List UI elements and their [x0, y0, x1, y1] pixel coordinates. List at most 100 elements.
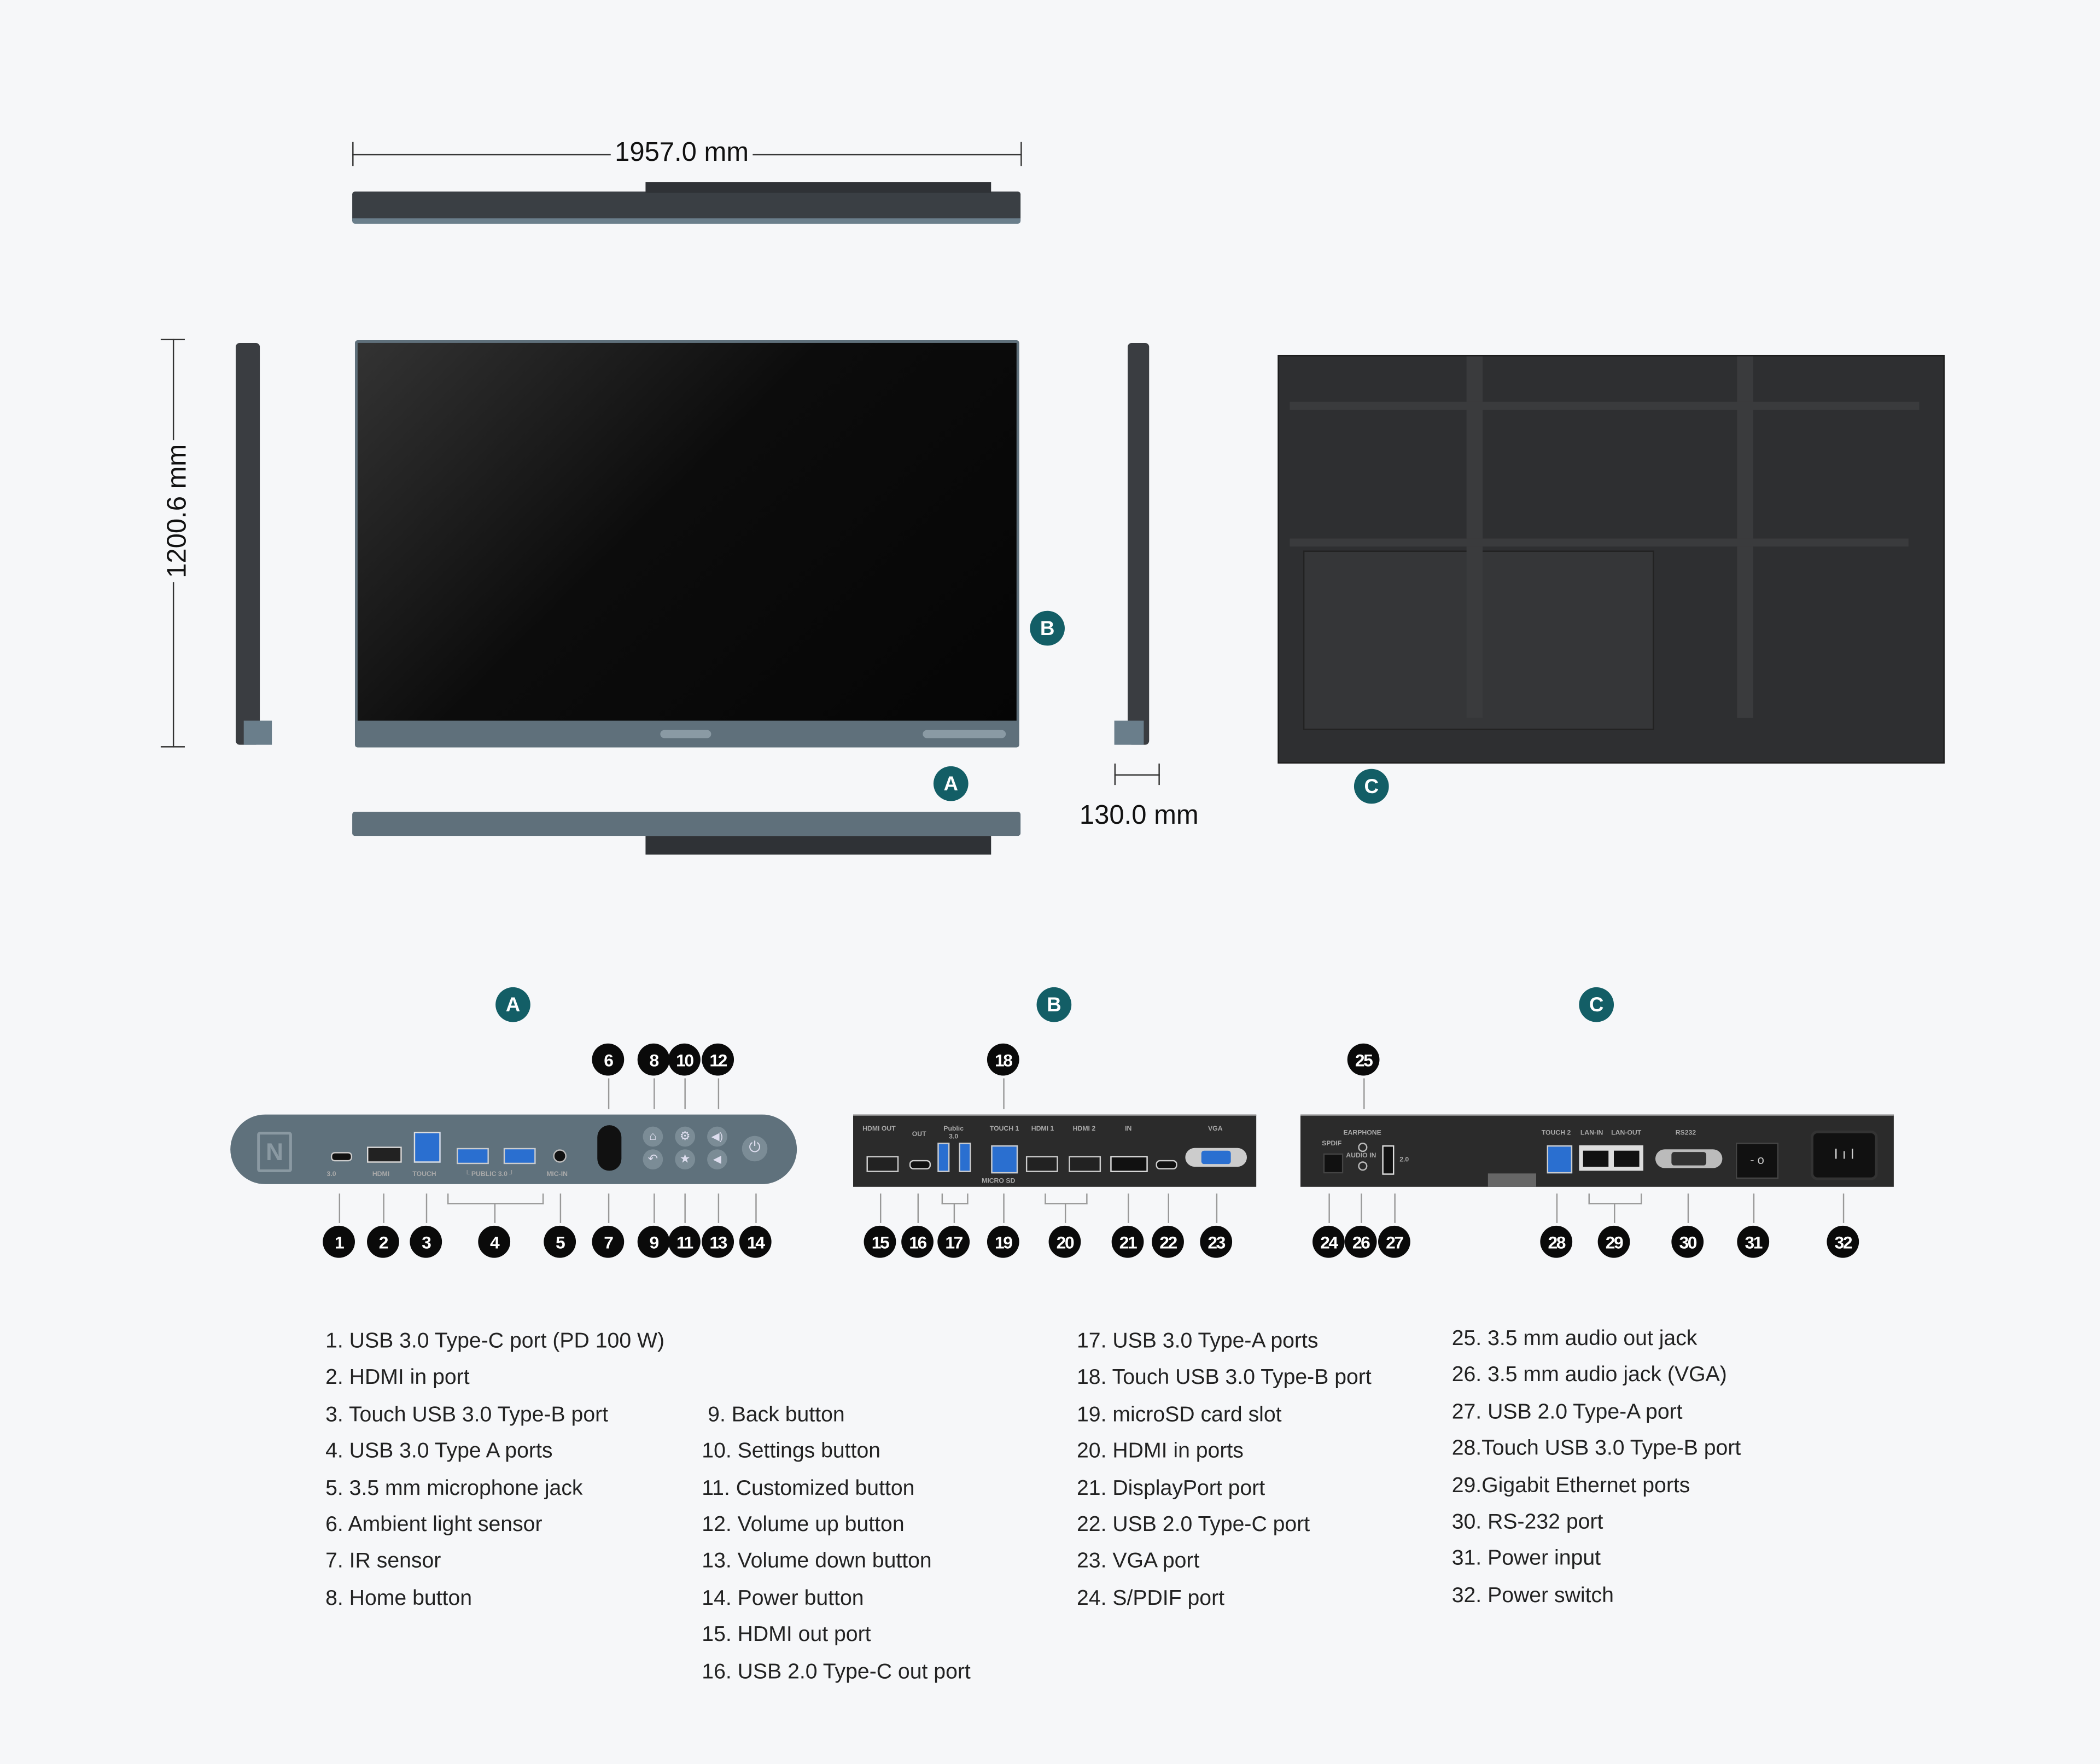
hdmi-in-port	[1069, 1156, 1101, 1172]
callout-marker: 27	[1378, 1225, 1410, 1258]
callout-marker: 5	[544, 1225, 576, 1258]
callout-marker: 3	[410, 1225, 442, 1258]
leader-line	[755, 1194, 757, 1223]
depth-dimension-label: 130.0 mm	[1075, 801, 1203, 832]
callout-marker: 17	[937, 1225, 970, 1258]
port-label: HDMI OUT	[862, 1125, 896, 1133]
leader-line	[383, 1194, 384, 1223]
port-label: HDMI 1	[1031, 1125, 1054, 1133]
leader-line	[1363, 1078, 1365, 1109]
hdmi-out-port	[866, 1156, 899, 1172]
callout-marker: 26	[1344, 1225, 1377, 1258]
mount-rail	[1737, 356, 1753, 718]
home-button[interactable]: ⌂	[643, 1126, 663, 1147]
callout-marker: 19	[987, 1225, 1019, 1258]
callout-marker: 12	[702, 1043, 734, 1076]
leader-line	[1216, 1194, 1218, 1223]
legend-item: 7. IR sensor	[325, 1550, 441, 1574]
mount-rail	[1466, 356, 1483, 718]
legend-item: 1. USB 3.0 Type-C port (PD 100 W)	[325, 1330, 665, 1353]
audio-in-jack	[1358, 1161, 1368, 1171]
mic-jack	[553, 1149, 567, 1163]
legend-item: 6. Ambient light sensor	[325, 1513, 542, 1537]
volume-down-button[interactable]: ◀	[707, 1149, 727, 1169]
callout-marker: 9	[637, 1225, 670, 1258]
dimension-tick	[160, 339, 185, 341]
touch-usb-b-port	[991, 1145, 1018, 1174]
port-label: LAN-IN	[1580, 1129, 1603, 1138]
legend-item: 2. HDMI in port	[325, 1366, 470, 1390]
port-label: EARPHONE	[1343, 1129, 1381, 1138]
leader-line	[608, 1078, 610, 1109]
leader-line	[1064, 1203, 1066, 1223]
leader-line	[879, 1194, 882, 1223]
usb-a-port	[937, 1142, 950, 1172]
callout-marker: 8	[637, 1043, 670, 1076]
legend-item: 11. Customized button	[702, 1477, 915, 1500]
leader-line	[684, 1194, 686, 1223]
legend-item: 22. USB 2.0 Type-C port	[1076, 1513, 1310, 1537]
callout-marker: 21	[1111, 1225, 1144, 1258]
port-label: LAN-OUT	[1611, 1129, 1642, 1138]
callout-marker: 22	[1152, 1225, 1184, 1258]
customized-button[interactable]: ★	[675, 1149, 696, 1169]
leader-line	[654, 1078, 655, 1109]
section-badge-a: A	[495, 987, 530, 1022]
leader-line	[608, 1194, 610, 1223]
legend-item: 23. VGA port	[1076, 1550, 1200, 1574]
port-label: SPDIF	[1322, 1140, 1342, 1148]
bottom-view-housing	[645, 836, 991, 855]
leader-line	[917, 1194, 919, 1223]
vga-port	[1185, 1148, 1247, 1167]
top-view-housing	[645, 182, 991, 193]
view-badge-c: C	[1354, 769, 1389, 804]
port-label: OUT	[912, 1130, 926, 1139]
legend-column-1: 1. USB 3.0 Type-C port (PD 100 W) 2. HDMI…	[325, 1324, 664, 1617]
port-label: 2.0	[1399, 1156, 1409, 1165]
port-label: TOUCH 1	[989, 1125, 1019, 1133]
legend-item: 30. RS-232 port	[1451, 1511, 1603, 1534]
callout-marker: 6	[592, 1043, 625, 1076]
front-control-strip	[923, 730, 1006, 738]
bottom-view	[352, 812, 1021, 836]
volume-up-button[interactable]: ◀)	[707, 1126, 727, 1147]
callout-marker: 23	[1200, 1225, 1233, 1258]
legend-item: 26. 3.5 mm audio jack (VGA)	[1451, 1364, 1727, 1387]
callout-marker: 28	[1540, 1225, 1573, 1258]
settings-button[interactable]: ⚙	[675, 1126, 696, 1147]
power-switch[interactable]: - o	[1735, 1142, 1779, 1179]
right-side-foot	[1114, 720, 1144, 745]
leader-line	[494, 1203, 496, 1223]
callout-marker: 29	[1597, 1225, 1630, 1258]
usb-a-port	[959, 1142, 971, 1172]
rs232-port	[1655, 1149, 1723, 1168]
top-view	[352, 191, 1021, 224]
earphone-jack	[1358, 1142, 1368, 1152]
power-button[interactable]: ⏻	[742, 1136, 768, 1162]
callout-marker: 4	[478, 1225, 511, 1258]
port-label: MIC-IN	[546, 1171, 568, 1179]
port-label: TOUCH	[412, 1171, 436, 1179]
leader-bracket	[941, 1194, 969, 1204]
label-sticker	[1488, 1173, 1537, 1187]
leader-line	[684, 1078, 686, 1109]
callout-marker: 25	[1347, 1043, 1380, 1076]
leader-line	[654, 1194, 655, 1223]
legend-item: 8. Home button	[325, 1587, 472, 1610]
touch-usb-b-port	[413, 1132, 441, 1163]
port-label: 3.0	[326, 1171, 336, 1179]
displayport-port	[1110, 1156, 1148, 1172]
back-button[interactable]: ↶	[643, 1149, 663, 1169]
legend-item: 24. S/PDIF port	[1076, 1587, 1225, 1610]
callout-marker: 2	[367, 1225, 399, 1258]
back-view	[1278, 354, 1945, 764]
ir-sensor	[597, 1125, 622, 1171]
callout-marker: 20	[1048, 1225, 1081, 1258]
legend-item: 13. Volume down button	[702, 1550, 932, 1574]
usb-c-out-port	[909, 1160, 931, 1169]
power-input-socket: I ı I	[1811, 1130, 1878, 1180]
legend-item: 18. Touch USB 3.0 Type-B port	[1076, 1366, 1372, 1390]
port-label: HDMI	[372, 1171, 390, 1179]
